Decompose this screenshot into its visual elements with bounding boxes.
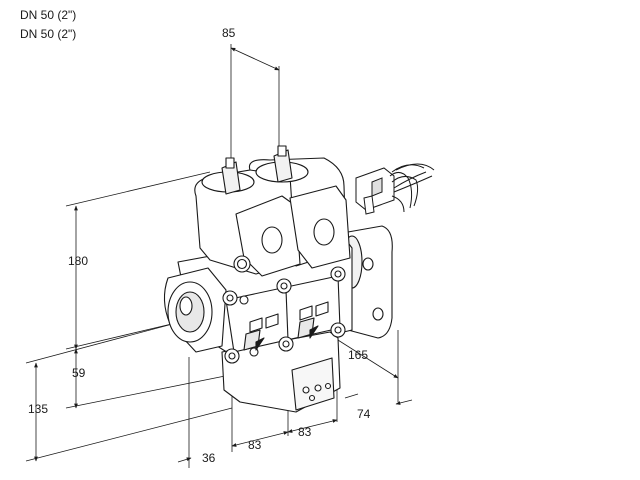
dim-83-right: 83 xyxy=(298,425,312,439)
valve-body xyxy=(163,145,393,413)
dim-74: 74 xyxy=(357,407,371,421)
size-label-primary: DN 50 (2") xyxy=(20,8,77,22)
dim-135: 135 xyxy=(28,402,48,416)
size-label-secondary: DN 50 (2") xyxy=(20,27,77,41)
dimension-lines xyxy=(25,44,413,468)
dim-83-left: 83 xyxy=(248,438,262,452)
dim-59: 59 xyxy=(72,366,86,380)
dim-180: 180 xyxy=(68,254,88,268)
dim-36: 36 xyxy=(202,451,216,465)
dim-85: 85 xyxy=(222,26,236,40)
connector-plug xyxy=(355,163,435,215)
dim-165: 165 xyxy=(348,348,368,362)
